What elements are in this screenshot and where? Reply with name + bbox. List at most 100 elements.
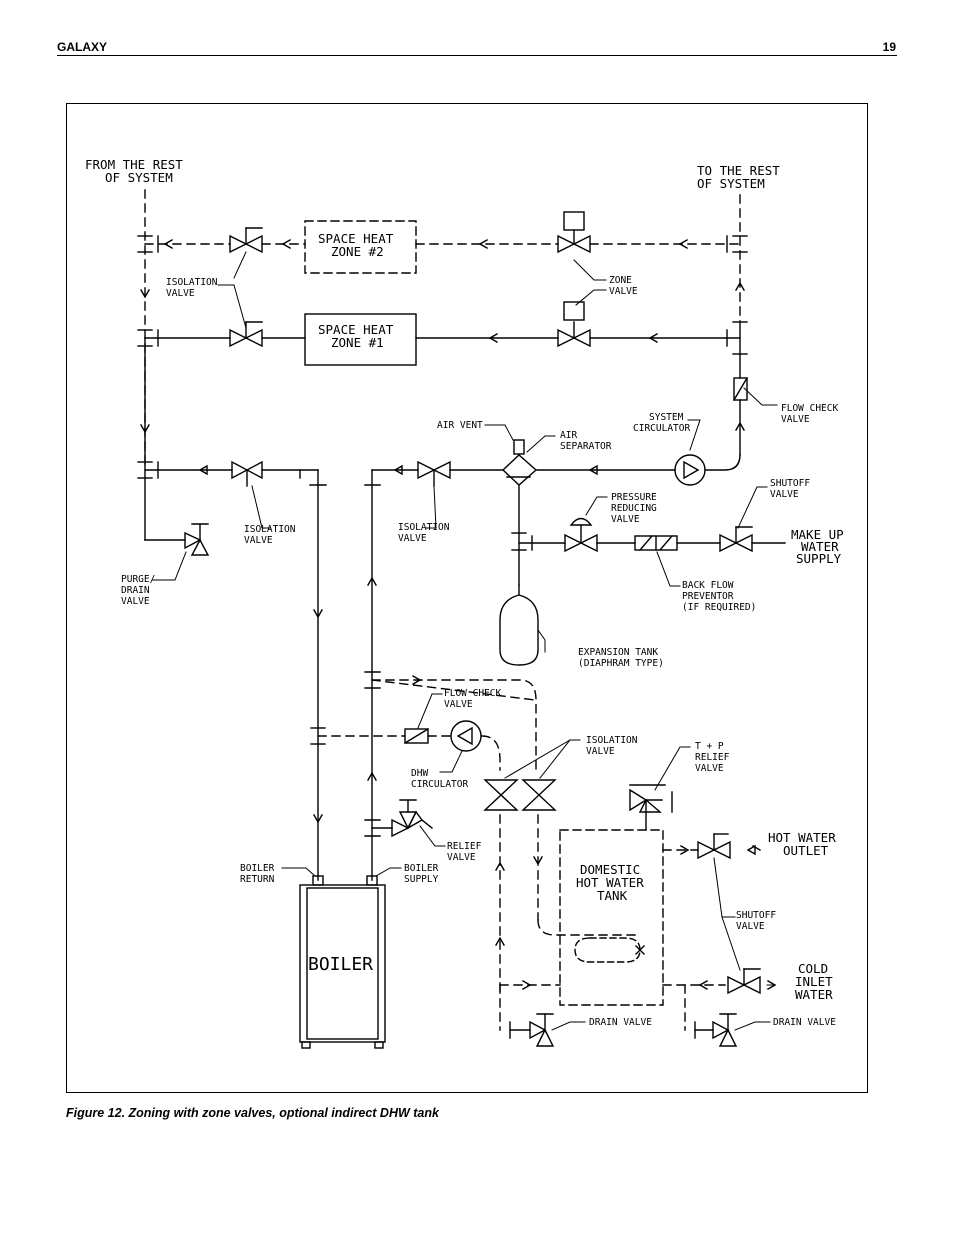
label-zone2-1: SPACE HEAT — [318, 231, 394, 246]
label-isolation-top-2: VALVE — [166, 288, 195, 299]
label-purge-drain-2: DRAIN — [121, 585, 150, 596]
label-isolation-left-1: ISOLATION — [244, 524, 296, 535]
label-pressure-reducing-2: REDUCING — [611, 503, 657, 514]
shutoff-valve-icon — [697, 833, 731, 860]
label-pressure-reducing-1: PRESSURE — [611, 492, 657, 503]
label-dhw-circulator-2: CIRCULATOR — [411, 779, 468, 790]
header-title: GALAXY — [57, 40, 108, 54]
label-relief-valve-2: VALVE — [447, 852, 476, 863]
label-hot-water-outlet-2: OUTLET — [783, 843, 829, 858]
isolation-valve-icon — [229, 227, 263, 254]
header-rule — [57, 55, 897, 56]
flow-arrow — [649, 333, 658, 343]
flow-arrow — [313, 814, 323, 824]
flow-check-valve-icon — [404, 728, 429, 744]
label-zone-valve-1: ZONE — [609, 275, 632, 286]
flow-arrow — [140, 289, 150, 299]
zone2-pipe — [144, 189, 741, 701]
flow-arrow — [489, 333, 498, 343]
label-pressure-reducing-3: VALVE — [611, 514, 640, 525]
figure-caption: Figure 12. Zoning with zone valves, opti… — [66, 1106, 439, 1120]
flow-arrow — [679, 239, 688, 249]
flow-check-valve-icon — [733, 377, 748, 401]
label-make-up-3: SUPPLY — [796, 551, 842, 566]
label-back-flow-2: PREVENTOR — [682, 591, 734, 602]
flow-arrow — [746, 844, 761, 856]
shutoff-valve-icon — [719, 526, 753, 553]
label-domestic-tank-2: HOT WATER — [576, 875, 644, 890]
isolation-valve-icon — [521, 779, 557, 811]
label-isolation-dhw-2: VALVE — [586, 746, 615, 757]
label-shutoff-top-1: SHUTOFF — [770, 478, 810, 489]
back-flow-preventor-icon — [634, 535, 678, 551]
label-flow-check-dhw-2: VALVE — [444, 699, 473, 710]
flow-arrow — [479, 239, 488, 249]
label-boiler: BOILER — [308, 954, 373, 975]
label-boiler-supply-2: SUPPLY — [404, 874, 439, 885]
isolation-valve-icon — [229, 321, 263, 348]
flow-arrow — [412, 675, 421, 685]
flow-arrow — [735, 421, 745, 431]
flow-arrow — [313, 609, 323, 619]
label-boiler-return-1: BOILER — [240, 863, 275, 874]
label-cold-inlet-3: WATER — [795, 987, 833, 1002]
purge-drain-valve-icon — [184, 523, 210, 556]
flow-arrow — [495, 936, 505, 946]
label-from-rest-2: OF SYSTEM — [105, 170, 173, 185]
label-domestic-tank-1: DOMESTIC — [580, 862, 640, 877]
drain-valve-icon — [509, 1013, 555, 1047]
label-isolation-left-2: VALVE — [244, 535, 273, 546]
flow-arrow — [393, 464, 403, 476]
dhw-pipe — [317, 679, 726, 1031]
flow-arrow — [198, 464, 208, 476]
label-zone2-2: ZONE #2 — [331, 244, 384, 259]
label-cold-inlet-2: INLET — [795, 974, 833, 989]
isolation-valve-icon — [417, 460, 451, 487]
label-shutoff-dhw-2: VALVE — [736, 921, 765, 932]
label-isolation-dhw-1: ISOLATION — [586, 735, 638, 746]
label-flow-check-top-1: FLOW CHECK — [781, 403, 838, 414]
label-to-rest-2: OF SYSTEM — [697, 176, 765, 191]
label-tp-relief-2: RELIEF — [695, 752, 730, 763]
label-drain-valve-right: DRAIN VALVE — [773, 1017, 836, 1028]
label-isolation-mid-2: VALVE — [398, 533, 427, 544]
label-air-separator-1: AIR — [560, 430, 577, 441]
label-shutoff-dhw-1: SHUTOFF — [736, 910, 776, 921]
label-boiler-return-2: RETURN — [240, 874, 275, 885]
label-make-up-1: MAKE UP — [791, 527, 844, 542]
boiler-loop-pipe — [144, 469, 786, 881]
air-separator-icon — [501, 439, 538, 486]
flow-arrow — [735, 281, 745, 291]
flow-arrow — [367, 576, 377, 586]
figure-frame — [66, 103, 868, 1093]
label-air-separator-2: SEPARATOR — [560, 441, 612, 452]
label-dhw-circulator-1: DHW — [411, 768, 428, 779]
flow-arrow — [367, 771, 377, 781]
coil-end-mark — [635, 945, 645, 955]
label-back-flow-1: BACK FLOW — [682, 580, 734, 591]
label-drain-valve-left: DRAIN VALVE — [589, 1017, 652, 1028]
system-circulator-icon — [674, 454, 706, 486]
isolation-valve-icon — [483, 779, 519, 811]
union-marks — [299, 469, 533, 837]
relief-valve-icon — [391, 799, 424, 838]
dhw-circulator-icon — [450, 720, 482, 752]
page-number: 19 — [882, 40, 896, 54]
label-isolation-top-1: ISOLATION — [166, 277, 218, 288]
label-to-rest-1: TO THE REST — [697, 163, 780, 178]
label-back-flow-3: (IF REQUIRED) — [682, 602, 756, 613]
flow-arrow — [699, 980, 708, 990]
isolation-valve-icon — [231, 460, 263, 487]
zone1-box — [304, 313, 417, 366]
zone-valve-icon — [557, 301, 591, 348]
heat-coil-icon — [574, 937, 641, 963]
domestic-tank-box — [559, 829, 664, 1006]
expansion-tank-icon — [499, 584, 539, 666]
boiler-icon — [299, 875, 386, 1049]
zone2-box — [304, 220, 417, 274]
flow-arrow — [680, 845, 689, 855]
label-purge-drain-3: VALVE — [121, 596, 150, 607]
label-relief-valve-1: RELIEF — [447, 841, 482, 852]
pressure-reducing-valve-icon — [564, 517, 598, 553]
